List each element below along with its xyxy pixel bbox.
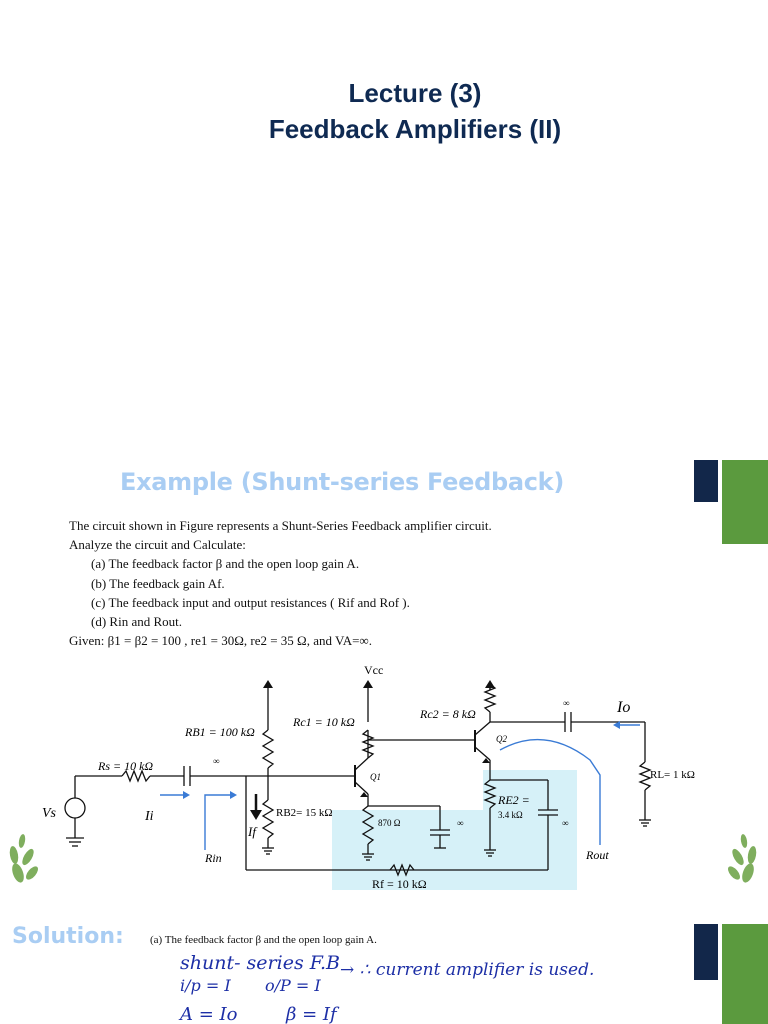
handwritten-gain-a: A = Io [180, 1004, 238, 1024]
rb1-resistor [261, 729, 275, 769]
rs-label: Rs = 10 kΩ [97, 759, 153, 773]
rc1-label: Rc1 = 10 kΩ [292, 715, 355, 729]
rin-arrow [204, 794, 230, 850]
rs-resistor [121, 769, 151, 783]
re2-resistor [483, 779, 497, 809]
cin-inf-label: ∞ [213, 756, 219, 766]
handwritten-current-amp: → ∴ current amplifier is used. [340, 960, 595, 980]
rc1-resistor [361, 729, 375, 759]
deco-green-bar [722, 460, 768, 544]
re1-label: 870 Ω [378, 818, 401, 828]
lecture-title: Feedback Amplifiers (II) [268, 114, 562, 144]
if-label: If [247, 824, 258, 839]
handwritten-output: o/P = I [265, 976, 321, 995]
rc2-resistor [483, 683, 497, 713]
handwritten-shunt-series: shunt- series F.B [180, 952, 340, 974]
vs-label: Vs [42, 806, 57, 821]
rb2-label: RB2= 15 kΩ [276, 807, 333, 819]
laurel-right-icon [728, 834, 757, 883]
io-label: Io [616, 699, 630, 716]
rl-resistor [638, 761, 652, 791]
problem-intro-1: The circuit shown in Figure represents a… [69, 518, 492, 533]
deco-green-bar-2 [722, 924, 768, 1024]
example-title: Example (Shunt-series Feedback) [120, 468, 564, 496]
problem-item-c: (c) The feedback input and output resist… [91, 594, 410, 610]
problem-intro-2: Analyze the circuit and Calculate: [69, 537, 246, 553]
vcc-arrow-2 [363, 680, 373, 688]
problem-item-b: (b) The feedback gain Af. [91, 575, 225, 591]
rf-resistor [389, 863, 415, 877]
ce1-inf-label: ∞ [457, 818, 463, 828]
deco-navy-bar [694, 460, 718, 502]
rin-label: Rin [204, 851, 222, 865]
rf-label: Rf = 10 kΩ [372, 877, 427, 891]
q2-label: Q2 [496, 734, 507, 744]
vcc-arrow-1 [263, 680, 273, 688]
deco-navy-bar-2 [694, 924, 718, 980]
solution-question: (a) The feedback factor β and the open l… [150, 934, 377, 946]
cout-inf-label: ∞ [563, 698, 569, 708]
rb2-resistor [261, 799, 275, 839]
rl-label: RL= 1 kΩ [650, 769, 695, 781]
rout-arrow [499, 738, 601, 845]
q1-label: Q1 [370, 772, 381, 782]
re2-highlight [483, 770, 577, 815]
solution-slide: Solution: (a) The feedback factor β and … [0, 920, 768, 1024]
feedback-highlight [332, 810, 577, 890]
handwritten-input: i/p = I [180, 976, 231, 995]
re2-label-a: RE2 = [497, 793, 530, 807]
ii-label: Ii [144, 809, 154, 824]
solution-label: Solution: [12, 924, 124, 949]
circuit-diagram: Vcc RB1 = 100 kΩ Rc1 = 10 kΩ Rc2 = 8 kΩ … [42, 663, 695, 891]
rc2-label: Rc2 = 8 kΩ [419, 707, 476, 721]
problem-given: Given: β1 = β2 = 100 , re1 = 30Ω, re2 = … [69, 633, 372, 649]
problem-item-a: (a) The feedback factor β and the open l… [91, 556, 360, 572]
handwritten-beta: β = If [286, 1004, 337, 1024]
example-slide: Example (Shunt-series Feedback) The circ… [0, 440, 768, 920]
problem-item-d: (d) Rin and Rout. [91, 614, 182, 630]
vcc-label: Vcc [364, 663, 383, 677]
vs-source-circle [64, 797, 86, 819]
vcc-arrow-3 [485, 680, 495, 688]
problem-statement: The circuit shown in Figure represents a… [69, 516, 629, 650]
rout-label: Rout [585, 848, 609, 862]
ce2-inf-label: ∞ [562, 818, 568, 828]
re1-resistor [361, 805, 375, 845]
title-slide: Lecture (3) Feedback Amplifiers (II) [0, 0, 768, 440]
lecture-number: Lecture (3) [348, 78, 482, 108]
re2-label-b: 3.4 kΩ [498, 810, 523, 820]
laurel-left-icon [9, 834, 38, 883]
rb1-label: RB1 = 100 kΩ [184, 725, 255, 739]
